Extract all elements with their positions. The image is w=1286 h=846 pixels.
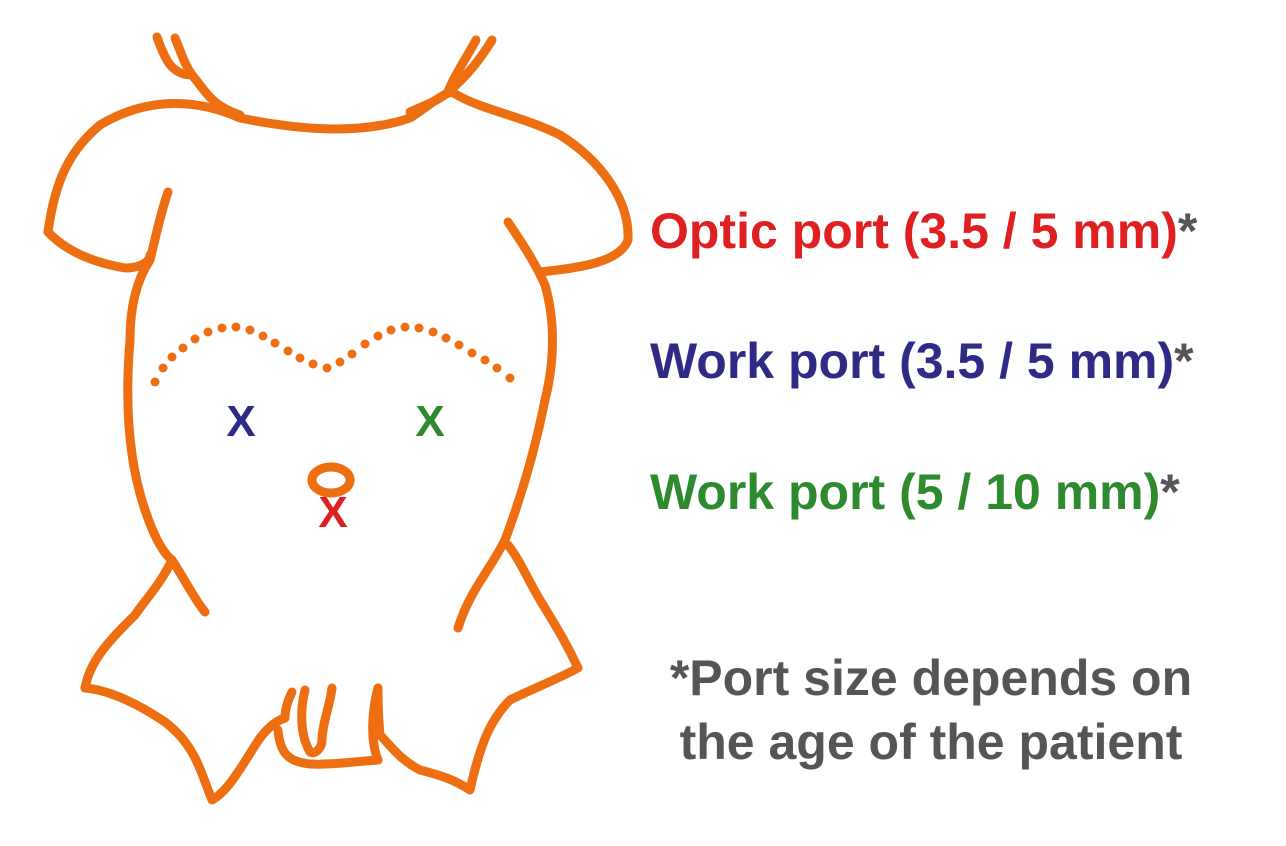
legend-work-port-large-text: Work port (5 / 10 mm): [650, 464, 1161, 520]
legend-work-port-large: Work port (5 / 10 mm)*: [650, 467, 1180, 517]
right-leg-outer: [373, 540, 583, 795]
port-size-note-line-1: *Port size depends on: [669, 650, 1193, 706]
legend-optic-port: Optic port (3.5 / 5 mm)*: [650, 206, 1197, 256]
work-port-right-marker: X: [415, 397, 444, 446]
left-sleeve: [43, 227, 155, 273]
legend-work-port-small: Work port (3.5 / 5 mm)*: [650, 336, 1194, 386]
neck-strap-left-inner: [170, 33, 197, 80]
right-armpit: [503, 217, 557, 405]
optic-port-marker: X: [318, 488, 347, 537]
work-port-left-marker: X: [226, 397, 255, 446]
legend-work-port-small-text: Work port (3.5 / 5 mm): [650, 333, 1175, 389]
crotch-right: [368, 683, 383, 765]
port-size-note-line-2: the age of the patient: [679, 714, 1183, 770]
left-leg-outer: [80, 555, 290, 805]
legend-optic-port-text: Optic port (3.5 / 5 mm): [650, 203, 1178, 259]
legend-optic-port-asterisk: *: [1177, 203, 1198, 259]
left-armpit: [125, 187, 173, 345]
crotch-bottom: [273, 725, 383, 769]
legend-work-port-large-asterisk: *: [1160, 464, 1180, 520]
navel-ring: [307, 462, 355, 498]
port-size-note: *Port size depends on the age of the pat…: [636, 646, 1226, 774]
crotch-loop: [297, 685, 327, 758]
rib-line-dotted: [150, 322, 515, 387]
shoulder-line: [43, 87, 633, 277]
crotch-loop-inner: [317, 683, 337, 745]
right-torso-side: [453, 395, 550, 633]
legend-work-port-small-asterisk: *: [1174, 333, 1194, 389]
crotch-left: [280, 687, 297, 723]
left-torso-side: [123, 335, 210, 617]
